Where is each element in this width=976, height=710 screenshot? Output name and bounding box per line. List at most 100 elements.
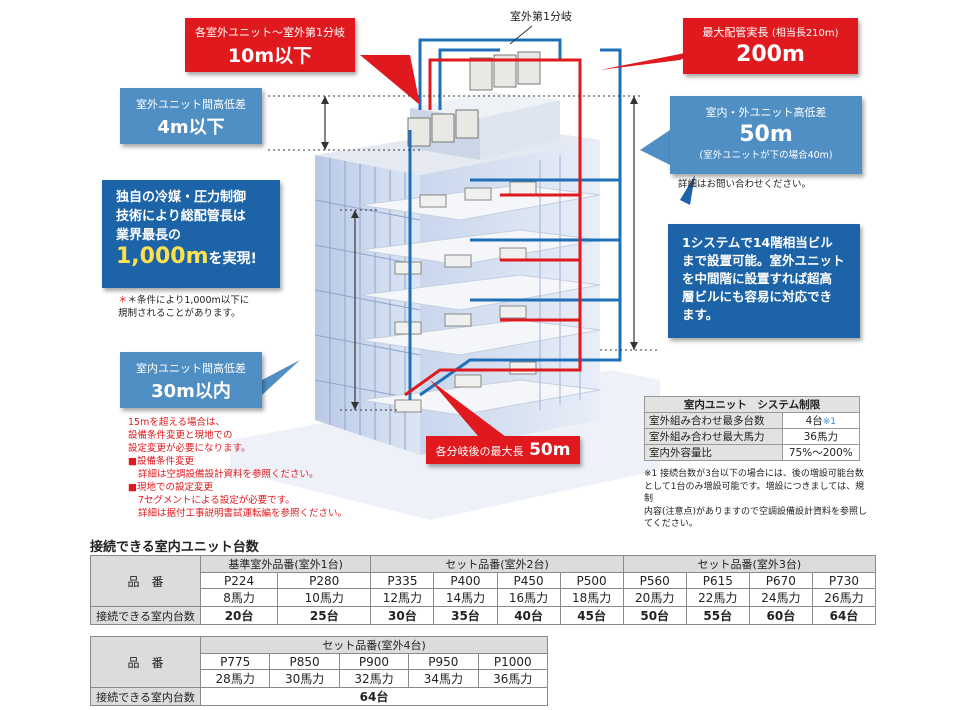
group-header: セット品番(室外4台) [200, 636, 548, 654]
group-header: セット品番(室外3台) [622, 555, 877, 573]
model-cell: P900 [338, 653, 410, 670]
group-header: セット品番(室外2台) [370, 555, 624, 573]
section-title: 接続できる室内ユニット台数 [90, 540, 259, 555]
callout-outdoor-to-branch: 各室外ユニット〜室外第1分岐 10m以下 [185, 18, 355, 72]
hp-cell: 18馬力 [559, 588, 624, 607]
callout-outdoor-height-diff-label: 室外ユニット間高低差 [136, 98, 246, 111]
count-cell: 30台 [370, 606, 435, 625]
note-15m-line5: 詳細は空調設備設計資料を参照ください。 [138, 469, 319, 480]
hp-cell: 12馬力 [370, 588, 435, 607]
limit-footnote: ※1 接続台数が3台以下の場合には、後の増設可能台数 として1台のみ増設可能です… [644, 468, 868, 531]
note-15m-line1: 15mを超える場合は、 [128, 417, 226, 428]
indoor-unit-icon [509, 361, 537, 375]
limit-row-value: 75%〜200% [781, 444, 861, 461]
model-cell: P670 [748, 572, 813, 589]
in-out-height-note: 詳細はお問い合わせください。 [678, 179, 812, 190]
model-cell: P950 [408, 653, 479, 670]
fourteen-floor-line5: ます。 [682, 307, 719, 322]
model-cell: P400 [433, 572, 498, 589]
model-cell: P335 [370, 572, 435, 589]
count-cell: 60台 [748, 606, 813, 625]
callout-after-branch-label: 各分岐後の最大長 [435, 445, 524, 458]
callout-total-length: 独自の冷媒・圧力制御 技術により総配管長は 業界最長の 1,000mを実現! [102, 180, 280, 288]
callout-indoor-height-diff: 室内ユニット間高低差 30m以内 [120, 352, 262, 408]
limit-footnote-line2: として1台のみ増設可能です。増設につきましては、規制 [644, 481, 865, 505]
model-cell: P224 [199, 572, 279, 589]
count-cell: 50台 [622, 606, 687, 625]
total-length-note-line1: ＊＊条件により1,000m以下に [118, 295, 250, 306]
callout-max-pipe-label: 最大配管実長 (相当長210m) [702, 26, 839, 39]
callout-in-out-height-label: 室内・外ユニット高低差 [705, 106, 827, 119]
total-length-suffix: を実現! [208, 251, 257, 267]
indoor-unit-icon [394, 321, 422, 335]
indoor-unit-icon [454, 374, 482, 388]
model-cell: P450 [496, 572, 561, 589]
system-limit-title: 室内ユニット システム制限 [644, 396, 860, 413]
note-15m-line6: ■現地での設定変更 [128, 482, 213, 493]
count-cell: 55台 [685, 606, 750, 625]
limit-footnote-line1: ※1 接続台数が3台以下の場合には、後の増設可能台数 [644, 469, 864, 479]
callout-max-pipe: 最大配管実長 (相当長210m) 200m [683, 18, 858, 74]
hp-cell: 28馬力 [199, 669, 271, 688]
note-15m-line2: 設備条件変更と現地での [128, 430, 233, 441]
hp-cell: 16馬力 [496, 588, 561, 607]
fourteen-floor-line3: を中間階に設置すれば超高 [682, 271, 833, 286]
fourteen-floor-line2: まで設置可能。室外ユニット [682, 253, 845, 268]
count-cell: 40台 [496, 606, 561, 625]
total-length-line3: 業界最長の [116, 228, 182, 243]
callout-after-branch: 各分岐後の最大長 50m [426, 436, 580, 464]
indoor-unit-icon [394, 399, 422, 413]
count-cell: 64台 [811, 606, 877, 625]
indoor-unit-icon [444, 313, 472, 327]
indoor-unit-icon [499, 247, 527, 261]
indoor-unit-icon [394, 261, 422, 275]
total-length-line2: 技術により総配管長は [116, 209, 246, 224]
hp-cell: 20馬力 [622, 588, 687, 607]
building-left-face [315, 155, 420, 455]
indoor-unit-icon [509, 181, 537, 195]
total-length-note: ＊＊条件により1,000m以下に 規制されることがあります。 [118, 294, 249, 320]
callout-in-out-height-sub: (室外ユニットが下の場合40m) [699, 150, 833, 161]
count-cell: 45台 [559, 606, 624, 625]
limit-row-label: 室内外容量比 [644, 444, 783, 461]
callout-indoor-height-diff-value: 30m以内 [151, 381, 231, 402]
fourteen-floor-line1: 1システムで14階相当ビル [682, 235, 833, 250]
limit-row-label: 室外組み合わせ最多台数 [644, 412, 783, 429]
limit-footnote-line3: 内容(注意点)がありますので空調設備設計資料を参照し [644, 506, 868, 517]
outdoor-unit-icon [431, 113, 455, 143]
model-cell: P615 [685, 572, 750, 589]
count-cell: 35台 [433, 606, 498, 625]
callout-in-out-height-value: 50m [739, 122, 793, 147]
note-15m: 15mを超える場合は、 設備条件変更と現地での 設定変更が必要になります。 ■設… [128, 416, 347, 520]
hp-cell: 26馬力 [811, 588, 877, 607]
row-header-model: 品 番 [90, 555, 201, 607]
hp-cell: 30馬力 [269, 669, 340, 688]
total-length-value-row: 1,000mを実現! [116, 246, 280, 269]
limit-row-value: 36馬力 [781, 428, 861, 445]
indoor-unit-icon [419, 194, 447, 208]
callout-in-out-height: 室内・外ユニット高低差 50m (室外ユニットが下の場合40m) [670, 96, 862, 174]
callout-outdoor-to-branch-label: 各室外ユニット〜室外第1分岐 [195, 26, 345, 39]
limit-row-label: 室外組み合わせ最大馬力 [644, 428, 783, 445]
callout-outdoor-height-diff: 室外ユニット間高低差 4m以下 [120, 88, 262, 144]
callout-indoor-height-diff-label: 室内ユニット間高低差 [136, 362, 246, 375]
outdoor-unit-icon [517, 51, 541, 85]
indoor-unit-icon [499, 305, 527, 319]
callout-fourteen-floor: 1システムで14階相当ビル まで設置可能。室外ユニット を中間階に設置すれば超高… [668, 224, 860, 338]
callout-after-branch-value: 50m [529, 440, 571, 460]
indoor-unit-icon [444, 254, 472, 268]
total-length-note-line2: 規制されることがあります。 [118, 308, 241, 319]
building-diagram [230, 25, 700, 520]
hp-cell: 32馬力 [338, 669, 410, 688]
row-header-count: 接続できる室内台数 [90, 606, 201, 625]
hp-cell: 8馬力 [199, 588, 279, 607]
note-15m-line4: ■設備条件変更 [128, 456, 194, 467]
hp-cell: 24馬力 [748, 588, 813, 607]
connectable-units-table-2: 品 番 セット品番(室外4台) P775 P850 P900 P950 P100… [90, 636, 549, 706]
callout-max-pipe-value: 200m [736, 42, 805, 67]
connectable-units-table-1: 品 番 基準室外品番(室外1台) セット品番(室外2台) セット品番(室外3台)… [90, 555, 877, 625]
row-header-model: 品 番 [90, 636, 201, 688]
hp-cell: 22馬力 [685, 588, 750, 607]
hp-cell: 14馬力 [433, 588, 498, 607]
callout-outdoor-to-branch-value: 10m以下 [227, 45, 313, 67]
